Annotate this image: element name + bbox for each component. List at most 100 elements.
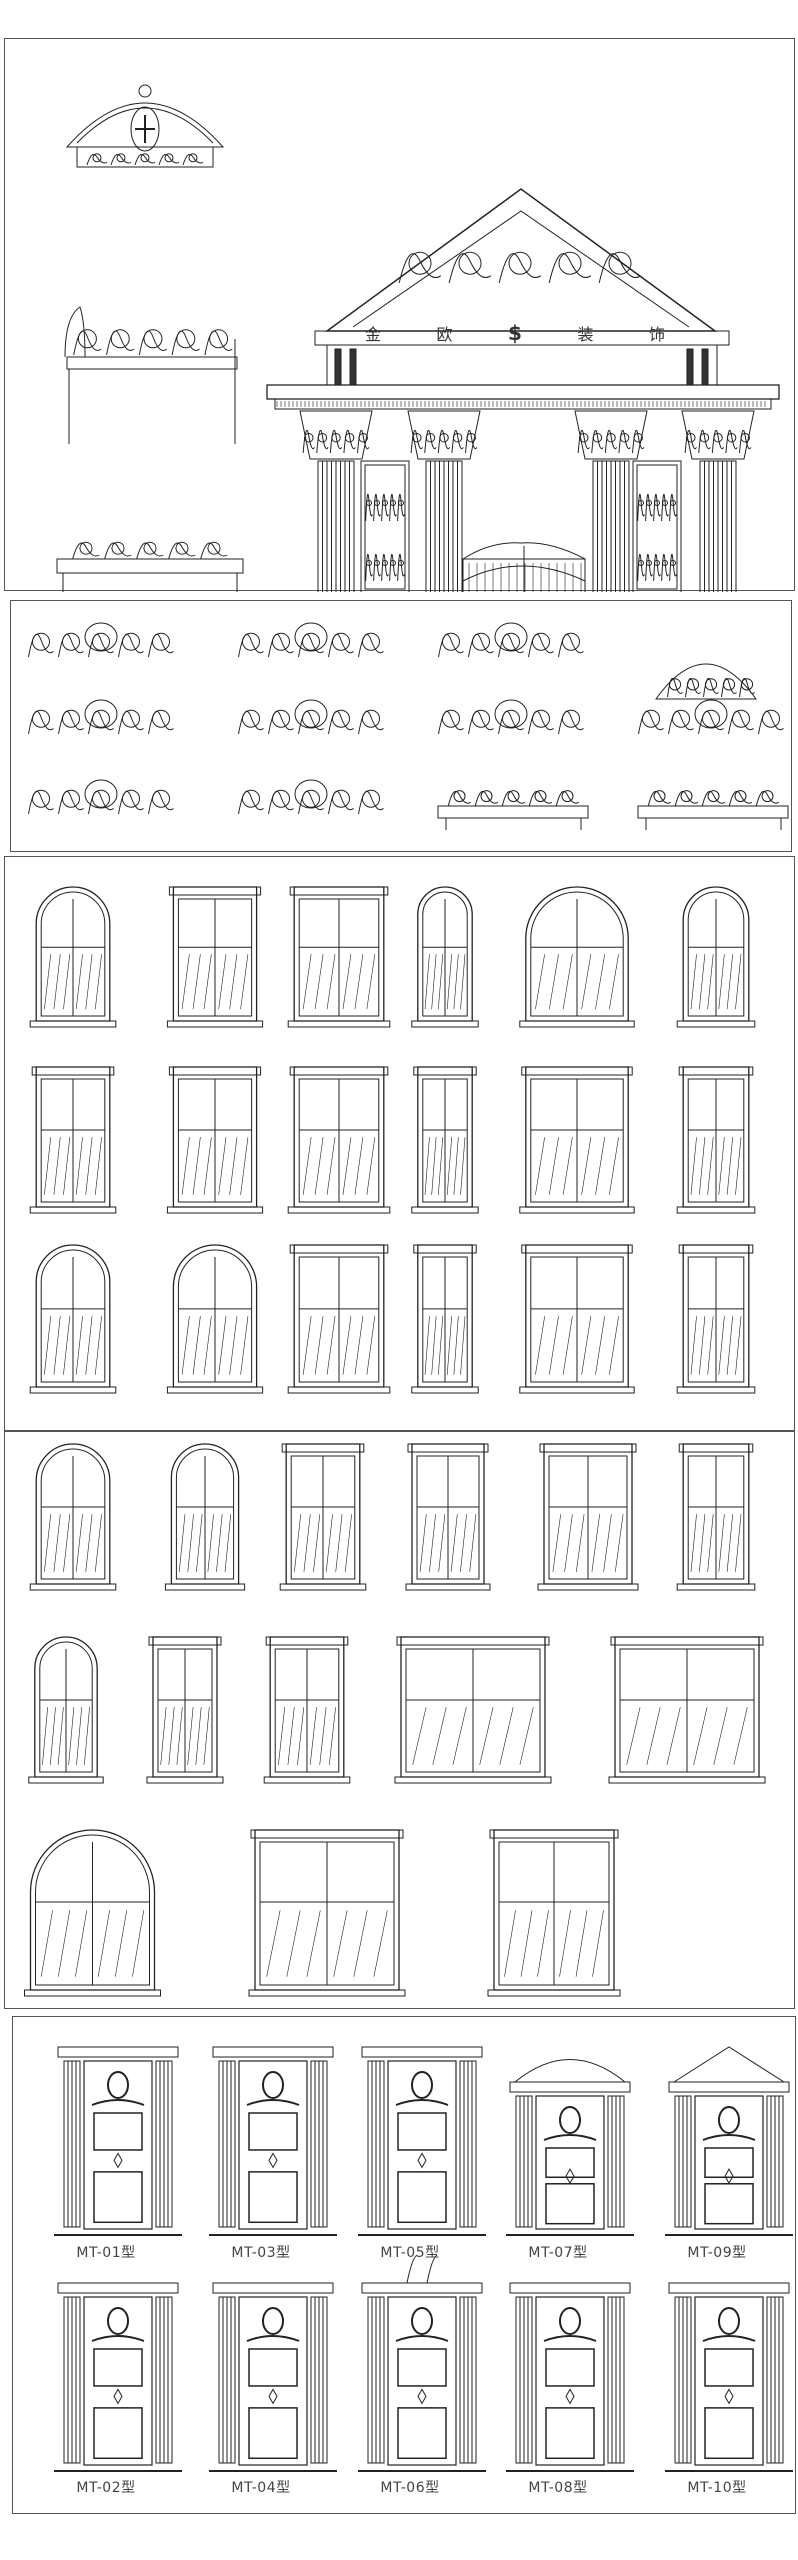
scroll-ornament	[528, 710, 554, 735]
scroll-ornament	[728, 710, 754, 735]
scroll-ornament	[171, 330, 200, 356]
rosette	[458, 251, 482, 275]
door-MT-08型	[506, 2282, 634, 2472]
gate-sign: 金 欧 $ 装 饰	[365, 321, 665, 345]
glass-hatch	[333, 1910, 348, 1977]
drawing-line	[40, 1448, 106, 1580]
ornament-2	[238, 622, 384, 658]
arched-pediment	[514, 2059, 626, 2083]
upper-panel	[704, 2147, 754, 2179]
drawing-line	[62, 572, 238, 592]
door-label: MT-06型	[380, 2480, 440, 2496]
glass-hatch	[58, 1910, 70, 1977]
glass-hatch	[726, 1514, 733, 1572]
scroll-ornament	[703, 677, 719, 698]
garland	[246, 2335, 300, 2342]
glass-hatch	[438, 954, 444, 1010]
glass-hatch	[707, 1514, 714, 1572]
rosette	[662, 500, 668, 506]
glass-hatch	[718, 954, 725, 1010]
door-MT-04型	[209, 2282, 337, 2472]
window	[263, 1636, 351, 1784]
rosette	[633, 432, 643, 443]
rosette	[439, 432, 449, 443]
glass-hatch	[690, 1137, 697, 1195]
glass-hatch	[42, 1707, 48, 1765]
drawing-line	[130, 106, 160, 152]
arched-frame	[35, 1443, 111, 1585]
glass-hatch	[63, 1137, 71, 1195]
drawing-line	[76, 146, 214, 168]
scroll-ornament	[328, 710, 354, 735]
window	[519, 1244, 635, 1394]
door-MT-01型	[54, 2046, 182, 2236]
gate-sign-char: $	[508, 321, 522, 345]
glass-hatch	[53, 1514, 61, 1572]
scroll-ornament	[555, 790, 580, 807]
door-MT-02型	[54, 2282, 182, 2472]
glass-hatch	[63, 954, 71, 1010]
window	[394, 1636, 552, 1784]
glass-hatch	[168, 1707, 175, 1765]
glass-hatch	[354, 1316, 364, 1375]
rosette	[680, 790, 693, 803]
arched-frame	[525, 886, 629, 1022]
door-label: MT-08型	[528, 2480, 588, 2496]
glass-hatch	[63, 1316, 71, 1375]
rosette	[188, 153, 198, 163]
glass-hatch	[132, 1910, 145, 1977]
glass-hatch	[240, 1316, 249, 1375]
glass-hatch	[297, 1707, 305, 1765]
rosette	[366, 560, 372, 566]
garland	[246, 2099, 300, 2106]
rosette	[532, 709, 550, 728]
scroll-ornament	[468, 633, 494, 658]
scroll-ornament	[653, 553, 661, 582]
glass-hatch	[203, 1707, 210, 1765]
drawing-line	[56, 558, 244, 574]
rosette	[344, 432, 355, 443]
glass-hatch	[75, 1910, 88, 1977]
frieze-column	[349, 348, 357, 386]
glass-hatch	[75, 954, 83, 1010]
glass-hatch	[40, 1910, 53, 1977]
glass-hatch	[354, 1137, 364, 1195]
entablature	[266, 384, 780, 400]
glass-hatch	[431, 1316, 437, 1375]
glass-hatch	[303, 1514, 311, 1572]
glass-hatch	[603, 1514, 612, 1572]
scroll-ornament	[438, 633, 464, 658]
glass-hatch	[203, 1316, 212, 1375]
window	[411, 886, 479, 1028]
window-panel-2	[4, 1431, 795, 2009]
scroll-ornament	[447, 790, 472, 807]
glass-hatch	[690, 954, 697, 1010]
window-head	[265, 1636, 349, 1646]
window-sill	[519, 1020, 635, 1028]
glass-hatch	[520, 1910, 533, 1977]
scroll-ornament	[148, 633, 174, 658]
rosette	[272, 632, 290, 651]
rosette	[207, 541, 221, 555]
glass-hatch	[218, 1316, 227, 1375]
upper-panel	[397, 2348, 447, 2387]
glass-hatch	[504, 1910, 516, 1977]
rosette	[561, 790, 574, 803]
window-head	[678, 1244, 754, 1254]
glass-hatch	[203, 954, 212, 1010]
window-panel-1	[4, 856, 795, 1431]
glass-hatch	[63, 1514, 71, 1572]
corinthian-capital	[681, 410, 755, 460]
glass-hatch	[453, 1137, 459, 1195]
scroll-ornament	[148, 790, 174, 815]
scroll-ornament	[118, 633, 144, 658]
door-label: MT-09型	[687, 2245, 747, 2261]
rosette	[176, 329, 196, 349]
drawing-line	[39, 1641, 93, 1773]
window-sill	[519, 1386, 635, 1394]
rosette	[532, 632, 550, 651]
scroll-ornament	[381, 493, 389, 522]
scroll-ornament	[389, 553, 397, 582]
ornament-5	[28, 699, 174, 735]
gate-sign-char: 金	[365, 325, 382, 344]
